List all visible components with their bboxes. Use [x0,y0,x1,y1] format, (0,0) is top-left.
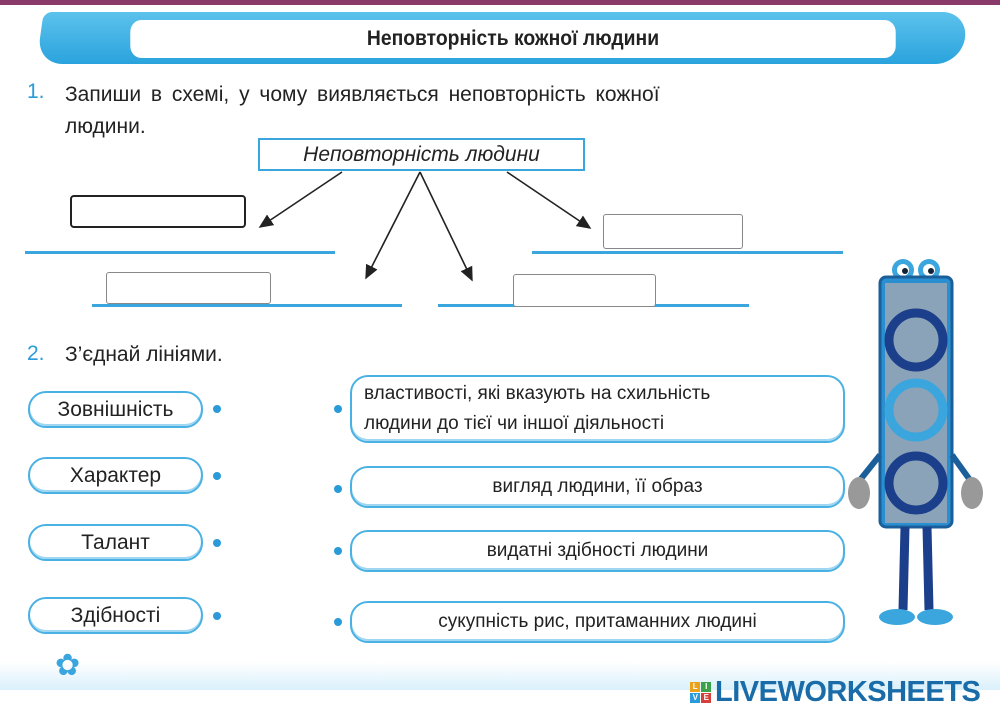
left-item-appearance: Зовнішність [28,391,203,428]
task1-text-line2: людини. [65,115,146,138]
connect-dot-left-1[interactable] [213,405,221,413]
left-item-character: Характер [28,457,203,494]
right-item-1-line1: властивості, які вказують на схильність [364,383,711,404]
left-item-talent: Талант [28,524,203,561]
connect-dot-left-2[interactable] [213,472,221,480]
arrow-2 [365,171,421,280]
task1-text-line1: Запиши в схемі, у чому виявляється непов… [65,83,660,106]
task2-number: 2. [27,342,45,365]
bottom-decoration-strip [0,662,1000,690]
right-item-3-text: видатні здібності людини [486,540,709,561]
connect-dot-right-4[interactable] [334,618,342,626]
answer-input-4[interactable] [513,274,656,307]
answer-line [25,251,335,254]
right-item-1: властивості, які вказують на схильність … [350,375,845,443]
right-item-3: видатні здібності людини [350,530,845,572]
connect-dot-right-1[interactable] [334,405,342,413]
page-title: Неповторність кожної людини [130,20,896,58]
flower-icon: ✿ [55,649,81,682]
answer-line [532,251,843,254]
connect-dot-left-3[interactable] [213,539,221,547]
logo-text: LIVEWORKSHEETS [715,676,981,708]
arrow-1 [258,171,343,228]
arrow-4 [506,171,592,229]
connect-dot-right-3[interactable] [334,547,342,555]
right-item-2: вигляд людини, її образ [350,466,845,508]
scheme-title: Неповторність людини [258,138,585,171]
answer-input-3[interactable] [106,272,271,304]
right-item-1-line2: людини до тієї чи іншої діяльності [364,413,665,434]
connect-dot-right-2[interactable] [334,485,342,493]
traffic-light-character [848,259,983,625]
answer-input-2[interactable] [603,214,743,249]
right-item-4-text: сукупність рис, притаманних людині [438,611,757,632]
right-item-2-text: вигляд людини, її образ [492,476,703,497]
connect-dot-left-4[interactable] [213,612,221,620]
top-bar [0,0,1000,5]
arrow-3 [419,171,473,282]
answer-input-1[interactable] [70,195,246,228]
task2-text: З’єднай лініями. [65,343,223,366]
scheme-arrows [258,171,592,282]
left-item-abilities: Здібності [28,597,203,634]
right-item-4: сукупність рис, притаманних людині [350,601,845,643]
task1-number: 1. [27,80,45,103]
answer-line [92,304,402,307]
